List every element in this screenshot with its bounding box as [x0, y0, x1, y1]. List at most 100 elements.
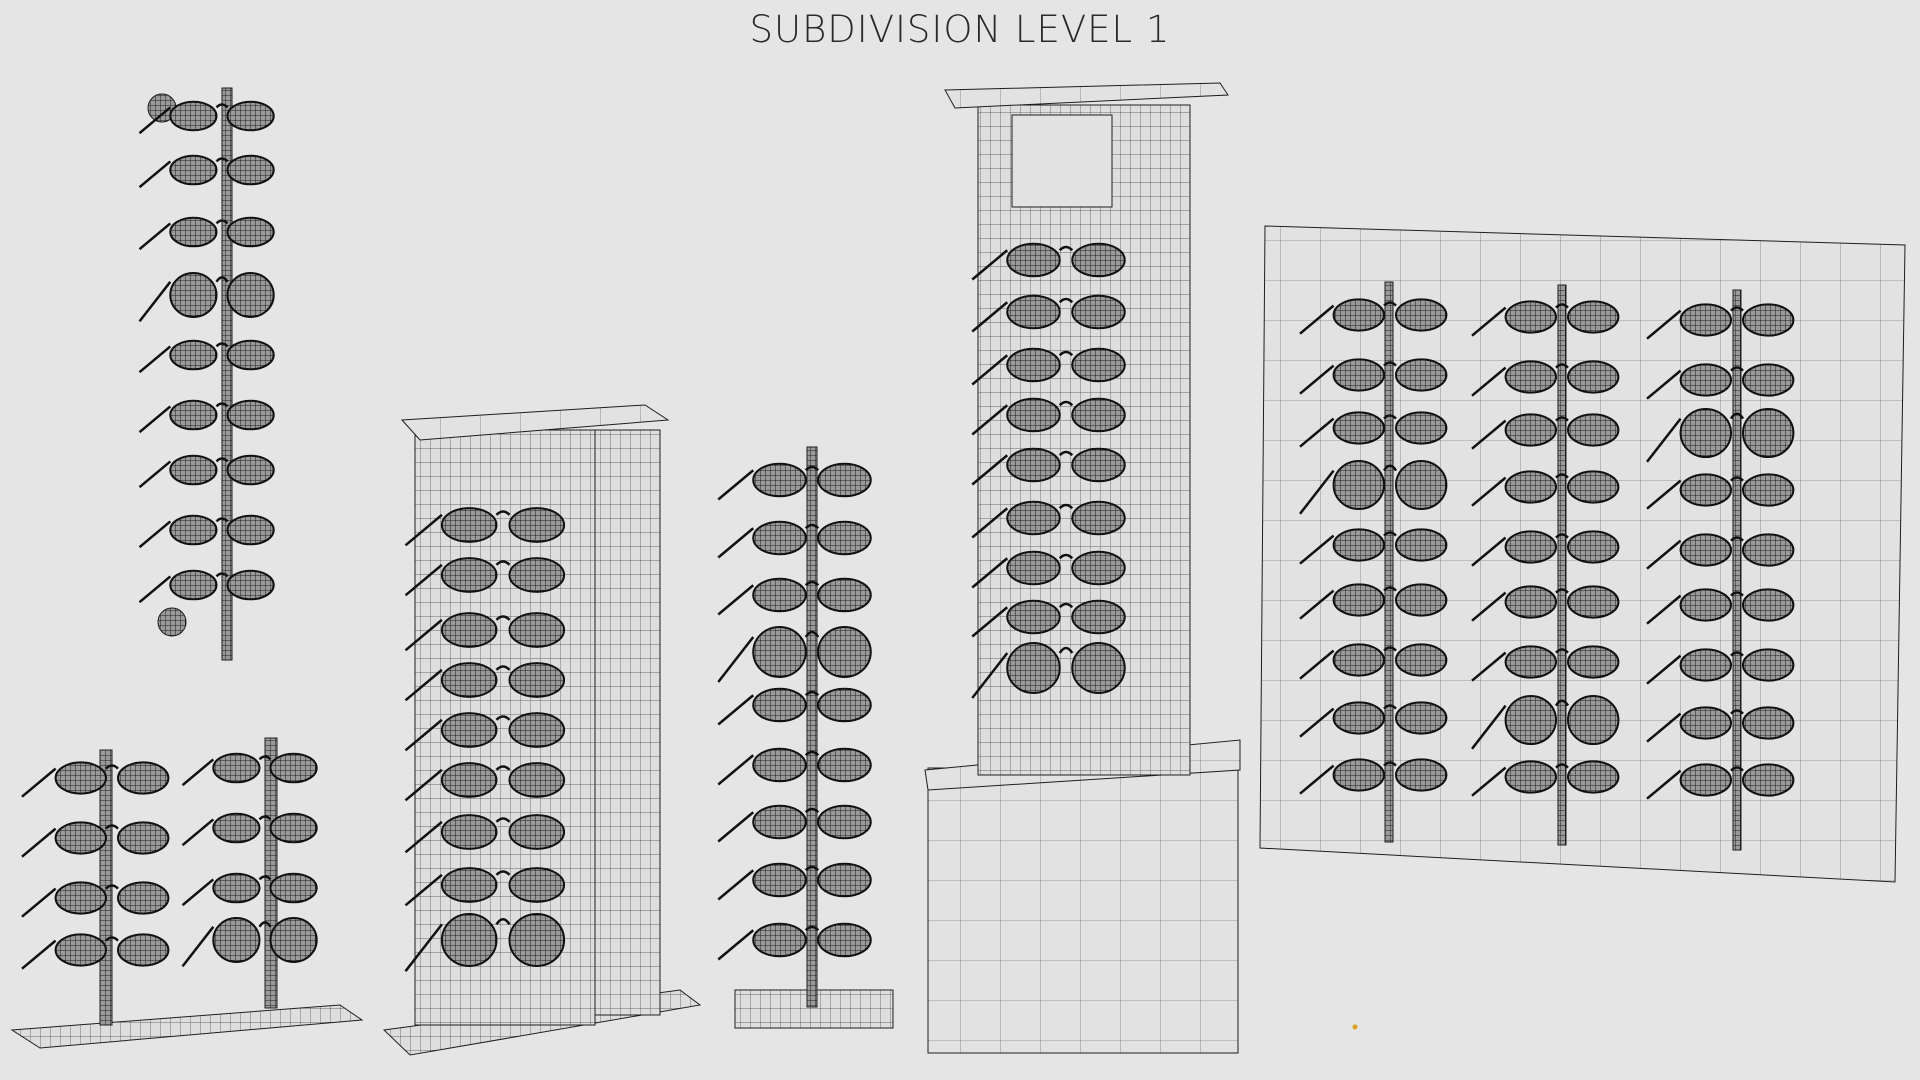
lens: [508, 507, 566, 543]
lens: [1395, 460, 1448, 510]
frame: [404, 560, 511, 597]
bottom-mount: [157, 607, 187, 637]
lens: [212, 917, 261, 963]
frame: [1471, 588, 1569, 622]
sunglasses: [138, 272, 275, 323]
lens: [1567, 530, 1620, 564]
lens: [440, 913, 498, 967]
lens: [226, 399, 275, 431]
sunglasses: [1471, 695, 1620, 750]
lens: [1742, 303, 1795, 337]
lens: [169, 339, 218, 371]
lens: [1742, 706, 1795, 740]
lens: [440, 612, 498, 648]
sunglasses: [1299, 460, 1448, 515]
tower-side: [594, 429, 661, 1016]
lens: [1679, 763, 1733, 797]
lens: [1006, 642, 1061, 694]
lens: [1332, 298, 1386, 332]
frame: [404, 765, 511, 802]
frame: [404, 715, 511, 752]
stand-pole-right: [264, 737, 278, 1009]
frame: [1299, 646, 1397, 680]
frame: [404, 817, 511, 854]
frame: [717, 465, 820, 501]
frame: [971, 400, 1074, 436]
lens: [212, 872, 261, 904]
sunglasses: [1471, 530, 1620, 567]
stand-base: [10, 1004, 364, 1049]
frame: [181, 875, 272, 907]
lens: [1679, 533, 1733, 567]
lens: [440, 814, 498, 850]
sunglasses: [1299, 411, 1448, 448]
sunglasses: [138, 569, 275, 604]
sunglasses: [181, 917, 318, 968]
sunglasses: [1646, 648, 1795, 685]
sunglasses: [1646, 363, 1795, 400]
lens: [212, 752, 261, 784]
lens: [1679, 473, 1733, 507]
lens: [117, 761, 170, 795]
sunglasses: [1471, 760, 1620, 797]
lens: [817, 577, 872, 613]
lens: [226, 272, 275, 318]
frame: [1471, 699, 1570, 750]
frame: [138, 572, 229, 604]
lens: [1504, 695, 1558, 745]
frame: [1299, 464, 1398, 515]
frame: [1471, 416, 1569, 450]
lens: [440, 867, 498, 903]
sunglasses: [21, 821, 170, 858]
frame: [1471, 763, 1569, 797]
lens: [1332, 643, 1386, 677]
lens: [169, 454, 218, 486]
lens: [1071, 550, 1126, 586]
frame: [971, 646, 1074, 699]
lens: [752, 626, 807, 678]
sunglasses: [717, 626, 872, 683]
lens: [1567, 695, 1620, 745]
sunglasses: [717, 687, 872, 726]
frame: [181, 921, 272, 968]
frame: [1299, 761, 1397, 795]
sign-panel: [1011, 114, 1113, 208]
sunglasses: [717, 520, 872, 559]
lens: [817, 804, 872, 840]
frame: [1471, 363, 1569, 397]
lens: [1504, 585, 1558, 619]
lens: [1742, 473, 1795, 507]
frame: [138, 103, 229, 135]
lens: [1567, 645, 1620, 679]
lens: [269, 752, 318, 784]
lens: [1504, 413, 1558, 447]
lens: [752, 862, 807, 898]
lens: [1071, 642, 1126, 694]
lens: [1006, 447, 1061, 483]
sunglasses: [1646, 408, 1795, 463]
lens: [508, 712, 566, 748]
sunglasses: [404, 612, 566, 652]
lens: [1742, 763, 1795, 797]
sunglasses: [1646, 533, 1795, 570]
frame: [971, 602, 1074, 638]
frame: [404, 665, 511, 702]
lens: [1332, 460, 1386, 510]
sunglasses: [404, 557, 566, 597]
lens: [752, 804, 807, 840]
sunglasses: [138, 399, 275, 434]
sunglasses: [404, 814, 566, 854]
lens: [117, 933, 170, 967]
lens: [169, 272, 218, 318]
lens: [54, 821, 108, 855]
frame: [181, 755, 272, 787]
lens: [752, 577, 807, 613]
frame: [138, 276, 229, 323]
lens: [1395, 583, 1448, 617]
sunglasses: [1299, 643, 1448, 680]
lens: [752, 922, 807, 958]
frame: [1646, 766, 1744, 800]
lens: [1006, 242, 1061, 278]
stand-pole: [221, 87, 233, 661]
panel-pole-1: [1384, 281, 1394, 843]
